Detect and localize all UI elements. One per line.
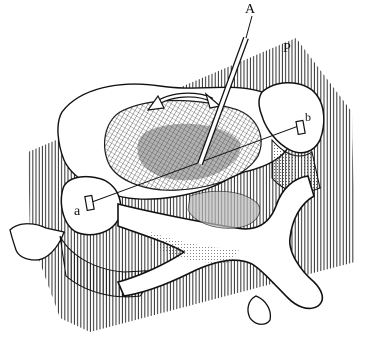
label-p-plane: P — [283, 41, 291, 56]
marker-b — [296, 120, 305, 134]
spinous-process-tip — [248, 296, 270, 324]
label-point-b: b — [305, 110, 311, 124]
label-point-a: a — [74, 204, 81, 219]
instrument-a-tip — [246, 16, 252, 38]
label-a-instrument: A — [245, 2, 256, 17]
